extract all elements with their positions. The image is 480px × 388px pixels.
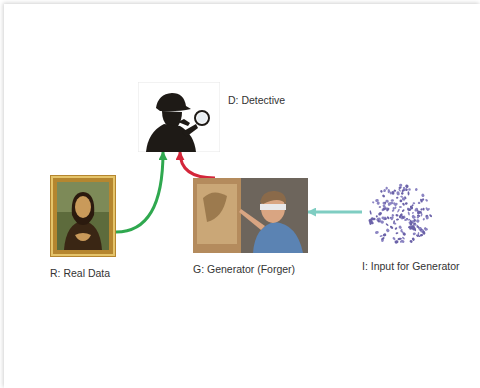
real-data-figure xyxy=(50,175,116,257)
arrow-connector xyxy=(308,211,362,214)
figure-label: G: Generator (Forger) xyxy=(193,263,295,276)
generator-figure xyxy=(193,178,308,253)
figure-node: D: Detective xyxy=(138,82,288,152)
figure-label: D: Detective xyxy=(228,94,285,107)
figure-node: I: Input for Generator xyxy=(362,180,462,275)
arrow-connector xyxy=(116,152,163,232)
arrow-connector xyxy=(180,152,215,178)
figure-label: R: Real Data xyxy=(50,267,110,280)
detective-figure xyxy=(138,82,220,152)
noise-figure xyxy=(368,180,432,250)
figure-node: R: Real Data xyxy=(50,175,116,282)
figure-node: G: Generator (Forger) xyxy=(193,178,308,278)
figure-label: I: Input for Generator xyxy=(362,260,459,273)
